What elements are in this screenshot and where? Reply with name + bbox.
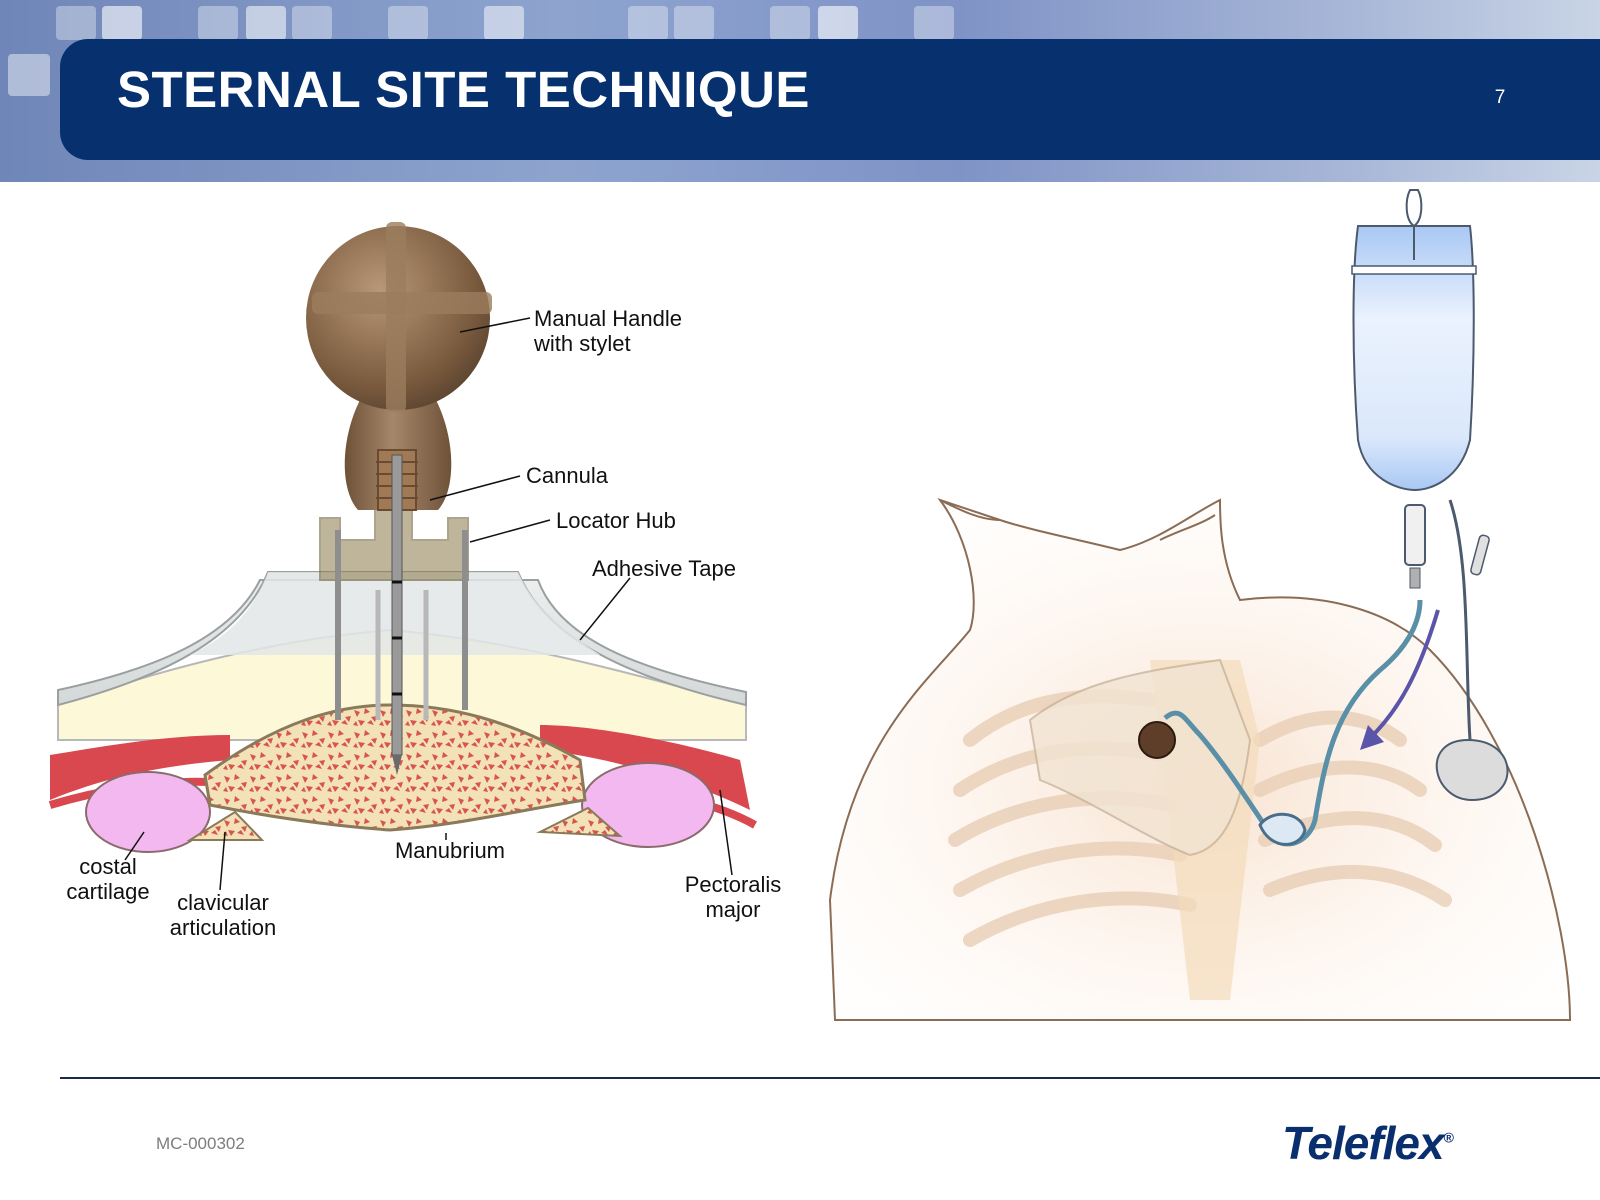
- footer-rule: [60, 1077, 1600, 1079]
- sternal-cross-section-diagram: Manual Handle with stylet Cannula Locato…: [40, 200, 820, 970]
- label-adhesive-tape: Adhesive Tape: [592, 556, 736, 581]
- infusion-illustration: [828, 189, 1572, 1021]
- brand-wordmark: Teleflex: [1282, 1117, 1445, 1169]
- slide-title: STERNAL SITE TECHNIQUE: [117, 61, 810, 118]
- label-costal-cartilage: costal cartilage: [66, 854, 150, 904]
- title-bar: [60, 39, 1600, 160]
- registered-mark: ®: [1443, 1129, 1454, 1146]
- label-pectoralis-major: Pectoralis major: [684, 872, 782, 922]
- label-manubrium: Manubrium: [394, 838, 506, 863]
- page-number: 7: [1494, 87, 1506, 108]
- patient-infusion-illustration: [820, 180, 1590, 1040]
- label-clavicular-articulation: clavicular articulation: [169, 890, 277, 940]
- label-manual-handle: Manual Handle with stylet: [534, 306, 682, 356]
- cross-section-illustration: [48, 222, 757, 891]
- document-code: MC-000302: [156, 1134, 245, 1153]
- header-band: STERNAL SITE TECHNIQUE 7: [0, 0, 1600, 182]
- label-cannula: Cannula: [526, 463, 608, 488]
- label-locator-hub: Locator Hub: [556, 508, 676, 533]
- teleflex-logo: Teleflex®: [1282, 1116, 1454, 1170]
